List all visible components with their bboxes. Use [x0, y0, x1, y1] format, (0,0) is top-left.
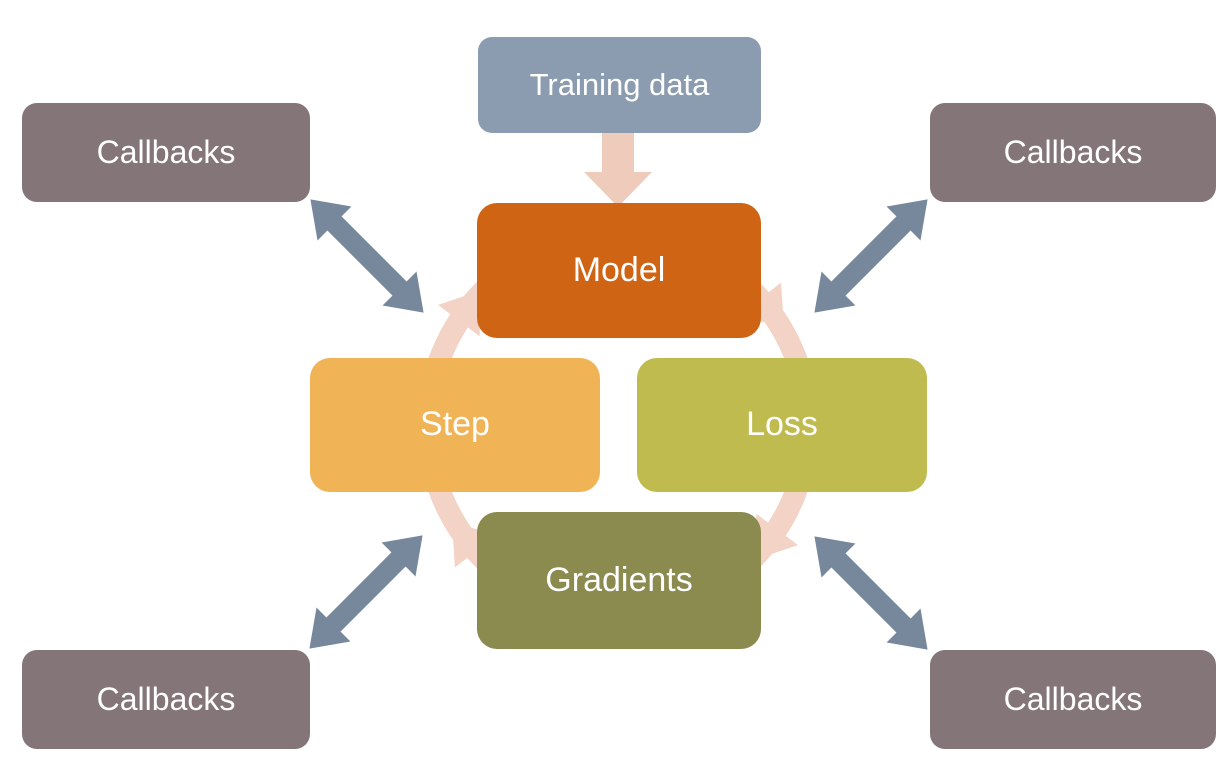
- node-training-data-label: Training data: [529, 66, 710, 102]
- node-gradients: Gradients: [477, 512, 761, 649]
- cycle-arrowhead-top-left: [438, 290, 482, 337]
- node-model-label: Model: [572, 250, 666, 289]
- node-callbacks-bottom-right-label: Callbacks: [1003, 680, 1143, 717]
- connector-arrow-bottom-right: [814, 536, 928, 650]
- connector-arrow-top-right: [814, 199, 928, 313]
- node-step: Step: [310, 358, 600, 492]
- node-callbacks-bottom-right: Callbacks: [930, 650, 1216, 749]
- node-loss-label: Loss: [746, 405, 818, 444]
- node-callbacks-bottom-left-label: Callbacks: [96, 680, 236, 717]
- node-callbacks-bottom-left: Callbacks: [22, 650, 310, 749]
- node-callbacks-top-left: Callbacks: [22, 103, 310, 202]
- node-callbacks-top-right-label: Callbacks: [1003, 133, 1143, 170]
- node-gradients-label: Gradients: [545, 560, 693, 599]
- node-model: Model: [477, 203, 761, 338]
- cycle-arrowhead-bottom-right: [754, 513, 798, 560]
- node-loss: Loss: [637, 358, 927, 492]
- node-callbacks-top-right: Callbacks: [930, 103, 1216, 202]
- node-step-label: Step: [420, 405, 490, 444]
- connector-arrow-bottom-left: [309, 535, 423, 649]
- node-callbacks-top-left-label: Callbacks: [96, 133, 236, 170]
- node-training-data: Training data: [478, 37, 761, 133]
- connector-arrow-top-left: [310, 199, 424, 313]
- flow-arrow-training-to-model: [584, 133, 652, 207]
